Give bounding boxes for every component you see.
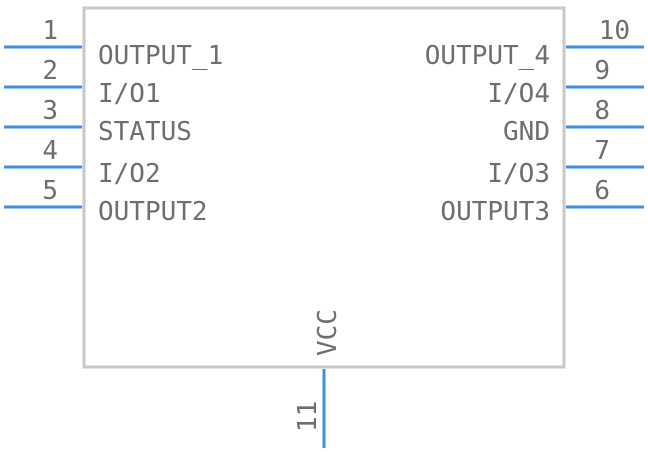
pin-label: GND xyxy=(503,117,550,147)
pin-label: STATUS xyxy=(98,117,192,147)
right-pin-6: 6 OUTPUT3 xyxy=(440,176,644,227)
pin-number: 2 xyxy=(42,56,58,86)
pin-label: OUTPUT3 xyxy=(440,197,550,227)
pin-number: 1 xyxy=(42,16,58,46)
pin-number: 11 xyxy=(293,401,323,432)
pin-label: OUTPUT_1 xyxy=(98,41,223,71)
pin-number: 7 xyxy=(594,136,610,166)
pin-number: 5 xyxy=(42,176,58,206)
left-pin-3: 3 STATUS xyxy=(4,96,192,147)
pin-label: VCC xyxy=(313,309,343,356)
pin-number: 10 xyxy=(599,16,630,46)
pin-label: I/O3 xyxy=(487,159,550,189)
right-pin-10: 10 OUTPUT_4 xyxy=(425,16,644,71)
right-pin-8: 8 GND xyxy=(503,96,644,147)
right-pin-7: 7 I/O3 xyxy=(487,136,644,189)
left-pin-5: 5 OUTPUT2 xyxy=(4,176,208,227)
pin-number: 4 xyxy=(42,136,58,166)
left-pin-1: 1 OUTPUT_1 xyxy=(4,16,223,71)
pin-label: OUTPUT_4 xyxy=(425,41,550,71)
pin-number: 9 xyxy=(594,56,610,86)
pin-number: 6 xyxy=(594,176,610,206)
bottom-pin-11: 11 VCC xyxy=(293,309,343,448)
left-pin-2: 2 I/O1 xyxy=(4,56,161,109)
pin-label: I/O1 xyxy=(98,79,161,109)
left-pin-4: 4 I/O2 xyxy=(4,136,161,189)
right-pin-9: 9 I/O4 xyxy=(487,56,644,109)
pin-label: I/O4 xyxy=(487,79,550,109)
pin-number: 8 xyxy=(594,96,610,126)
component-body xyxy=(82,6,566,369)
pin-label: I/O2 xyxy=(98,159,161,189)
pin-number: 3 xyxy=(42,96,58,126)
pin-label: OUTPUT2 xyxy=(98,197,208,227)
